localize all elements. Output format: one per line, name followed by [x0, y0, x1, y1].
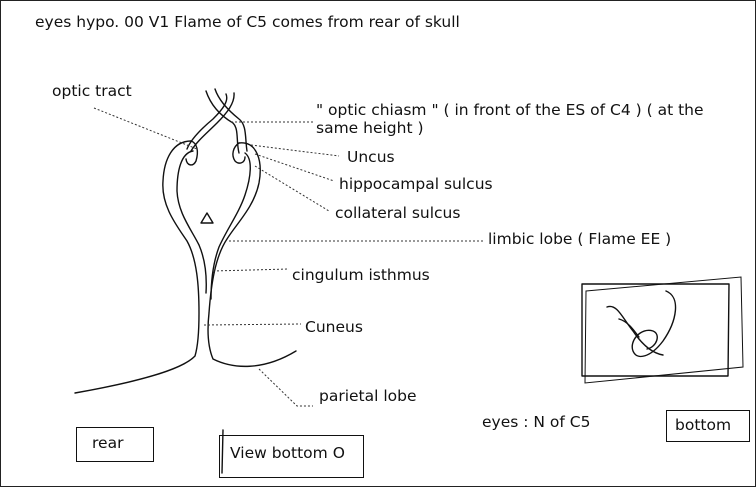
- eyes-note: eyes : N of C5: [482, 414, 590, 432]
- label-cuneus: Cuneus: [305, 319, 363, 337]
- thumbnail-sketch: [582, 277, 743, 383]
- left-hemisphere-outline: [75, 141, 206, 393]
- rear-button-label: rear: [92, 435, 123, 453]
- triangle-marker: [201, 213, 213, 223]
- view-bottom-button[interactable]: View bottom O: [219, 435, 364, 478]
- label-uncus: Uncus: [347, 149, 395, 167]
- label-limbic-lobe: limbic lobe ( Flame EE ): [488, 231, 671, 249]
- label-optic-chiasm: " optic chiasm " ( in front of the ES of…: [316, 102, 746, 138]
- label-optic-tract: optic tract: [52, 83, 132, 101]
- right-hemisphere-outline: [208, 143, 296, 367]
- diagram-title: eyes hypo. 00 V1 Flame of C5 comes from …: [35, 14, 460, 32]
- label-cingulum-isthmus: cingulum isthmus: [292, 267, 430, 285]
- leader-lines: [94, 108, 483, 406]
- rear-button[interactable]: rear: [76, 427, 154, 462]
- bottom-button[interactable]: bottom: [666, 410, 750, 442]
- label-parietal-lobe: parietal lobe: [319, 388, 417, 406]
- bottom-button-label: bottom: [675, 417, 731, 435]
- view-bottom-button-label: View bottom O: [230, 445, 345, 463]
- label-hippocampal-sulcus: hippocampal sulcus: [339, 176, 493, 194]
- label-collateral-sulcus: collateral sulcus: [335, 205, 460, 223]
